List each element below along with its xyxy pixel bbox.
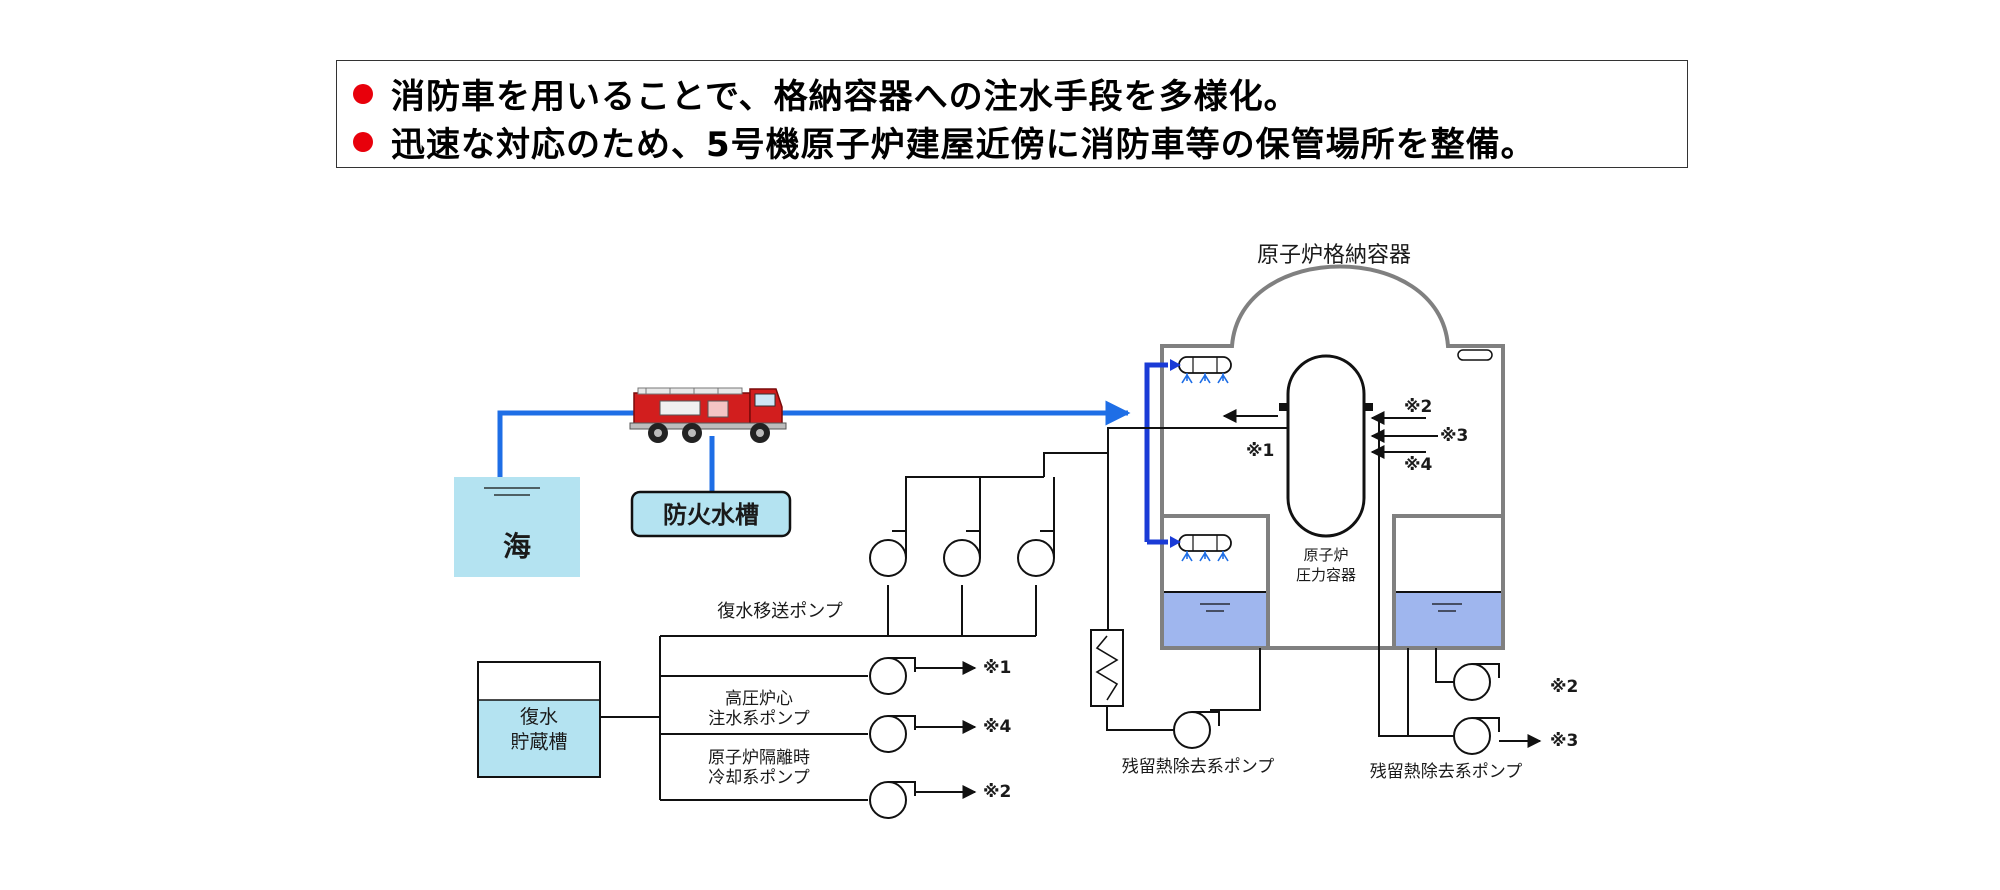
marker-label: ※2 [983, 782, 1011, 802]
transfer-pump-icon [869, 530, 907, 577]
summary-bullet-text: 迅速な対応のため、5号機原子炉建屋近傍に消防車等の保管場所を整備。 [391, 125, 1536, 165]
svg-text:復水: 復水 [520, 706, 558, 728]
rhr-pump-label: 残留熱除去系ポンプ [1122, 757, 1275, 777]
spray-supply-line [1144, 362, 1168, 545]
nozzle-icon [1365, 403, 1373, 411]
rhr-pump-icon [1453, 663, 1500, 701]
containment-structure [1160, 264, 1505, 650]
sea: 海 [454, 477, 580, 577]
spray-header-lower [1178, 534, 1232, 562]
rcic-pump-icon [869, 781, 916, 819]
marker-label: ※3 [1440, 426, 1468, 446]
fire-water-tank: 防火水槽 [630, 490, 792, 538]
transfer-pump-icon [1017, 530, 1055, 577]
marker-label: ※4 [983, 717, 1012, 737]
marker-label: ※2 [1404, 397, 1432, 417]
rhr-pump-icon [1173, 711, 1220, 749]
suppression-pool-left [1164, 591, 1266, 646]
transfer-pump-label: 復水移送ポンプ [717, 601, 842, 622]
containment-label: 原子炉格納容器 [1257, 243, 1411, 268]
fire-truck-icon [629, 387, 787, 443]
transfer-pump-icon [943, 530, 981, 577]
reactor-pressure-vessel [1286, 354, 1366, 538]
summary-bullet: 迅速な対応のため、5号機原子炉建屋近傍に消防車等の保管場所を整備。 [353, 117, 1536, 166]
suppression-pool-right [1396, 591, 1501, 646]
summary-bullet-text: 消防車を用いることで、格納容器への注水手段を多様化。 [391, 77, 1299, 117]
arrow-icon [1170, 536, 1181, 548]
red-bullet-icon [353, 83, 373, 104]
fire-truck-water-line [497, 400, 1131, 492]
summary-bullet: 消防車を用いることで、格納容器への注水手段を多様化。 [353, 69, 1299, 118]
nozzle-icon [1279, 403, 1287, 411]
summary-banner: 消防車を用いることで、格納容器への注水手段を多様化。 迅速な対応のため、5号機原… [336, 60, 1688, 168]
marker-label: ※1 [983, 658, 1011, 678]
hpci-pump-icon [869, 657, 916, 695]
svg-text:貯蔵槽: 貯蔵槽 [510, 731, 567, 753]
rcic-pump-label: 原子炉隔離時 [708, 748, 810, 768]
svg-text:海: 海 [503, 530, 531, 563]
rhr-right-piping [1378, 420, 1454, 737]
red-bullet-icon [353, 131, 373, 152]
rcic-pump-label: 冷却系ポンプ [708, 768, 810, 788]
transfer-discharge-header [905, 427, 1288, 630]
marker-label: ※4 [1404, 455, 1433, 475]
vent-icon [1457, 349, 1493, 361]
arrow-icon [1170, 359, 1181, 371]
heat-exchanger-icon [1090, 629, 1124, 707]
hpci-pump-label: 高圧炉心 [725, 689, 793, 709]
marker-label: ※2 [1550, 677, 1578, 697]
suction-header [600, 585, 1037, 801]
rhr-pump-label: 残留熱除去系ポンプ [1370, 762, 1523, 782]
rpv-label: 圧力容器 [1296, 566, 1356, 584]
rcic-pump-icon [869, 715, 916, 753]
spray-header-upper [1178, 356, 1232, 384]
rhr-pump-icon [1453, 717, 1500, 755]
marker-label: ※1 [1246, 441, 1274, 461]
rpv-label: 原子炉 [1303, 546, 1348, 564]
marker-label: ※3 [1550, 731, 1578, 751]
condensate-storage-tank: 復水 貯蔵槽 [477, 661, 601, 778]
svg-text:防火水槽: 防火水槽 [663, 501, 759, 529]
hpci-pump-label: 注水系ポンプ [708, 709, 810, 729]
rhr-left-piping [1106, 648, 1261, 731]
